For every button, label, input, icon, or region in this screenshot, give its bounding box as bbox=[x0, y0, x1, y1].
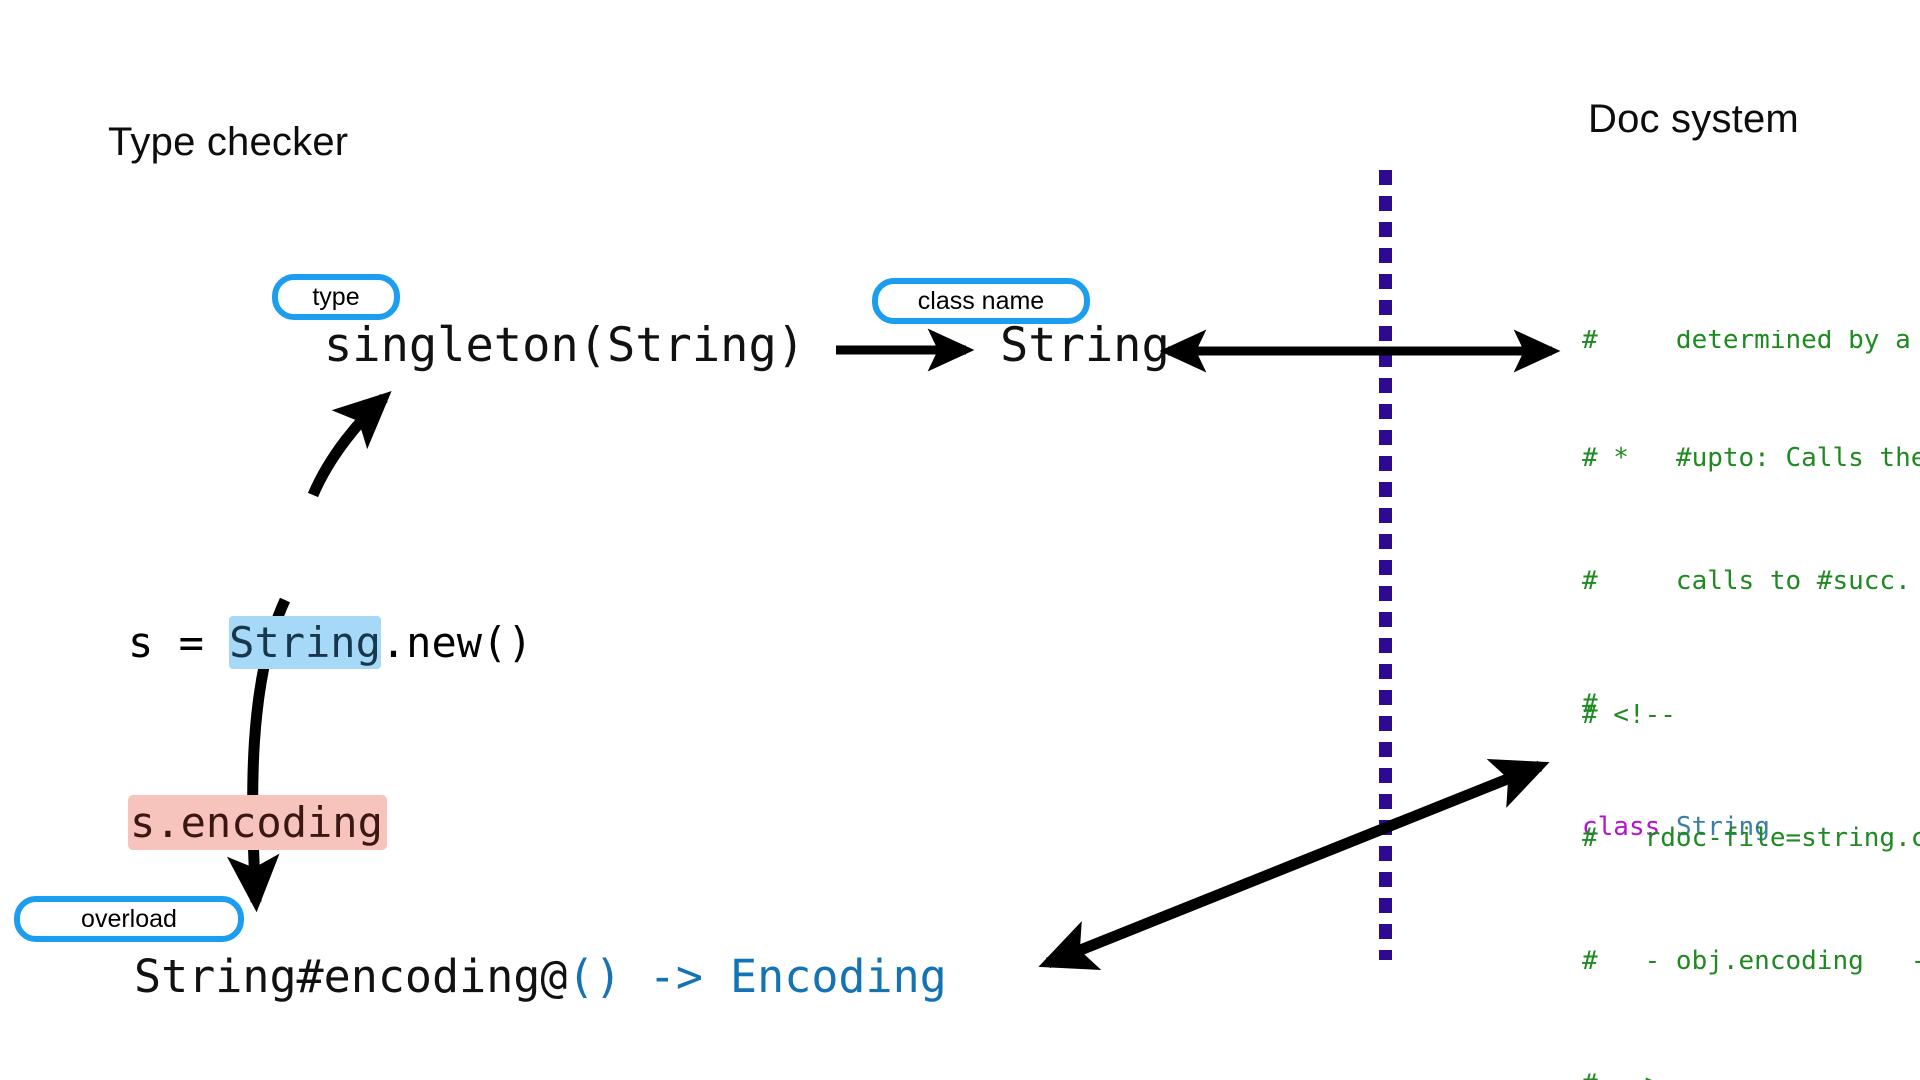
doc-system-code-upper: # determined by a # * #upto: Calls the #… bbox=[1582, 248, 1920, 930]
code-prefix: s = bbox=[128, 618, 230, 667]
doc-line: # * #upto: Calls the bbox=[1582, 443, 1920, 473]
badge-class-name[interactable]: class name bbox=[872, 278, 1090, 324]
code-line-assignment: s = String.new() bbox=[128, 613, 533, 673]
highlight-encoding-call: s.encoding bbox=[128, 795, 387, 850]
highlight-string-class: String bbox=[229, 616, 381, 669]
overload-signature: String#encoding@() -> Encoding bbox=[134, 950, 947, 1003]
arrow-code-to-type bbox=[307, 391, 392, 498]
doc-line: # bbox=[1582, 689, 1598, 719]
code-line-method-call: s.encoding bbox=[128, 793, 533, 853]
vertical-dotted-divider bbox=[1379, 170, 1392, 960]
source-code-block: s = String.new() s.encoding bbox=[128, 493, 533, 973]
doc-line: # - obj.encoding - bbox=[1582, 946, 1920, 976]
signature-type-annotation: () -> Encoding bbox=[567, 950, 947, 1003]
class-keyword: class bbox=[1582, 812, 1661, 842]
signature-method-name: String#encoding@ bbox=[134, 950, 568, 1003]
arrow-signature-to-doc bbox=[1038, 759, 1550, 970]
code-suffix: .new() bbox=[380, 618, 533, 667]
singleton-type-expression: singleton(String) bbox=[324, 318, 806, 373]
doc-line: # calls to #succ. bbox=[1582, 566, 1911, 596]
doc-line: # determined by a bbox=[1582, 330, 1911, 355]
badge-type[interactable]: type bbox=[272, 274, 400, 320]
doc-line-class-declaration: class String bbox=[1582, 807, 1920, 848]
doc-system-code-lower: # <!-- # rdoc-file=string.c # - obj.enco… bbox=[1582, 613, 1920, 1080]
type-checker-heading: Type checker bbox=[108, 120, 349, 164]
doc-system-heading: Doc system bbox=[1588, 97, 1799, 141]
badge-overload[interactable]: overload bbox=[14, 896, 244, 942]
class-name-expression: String bbox=[1000, 318, 1170, 373]
doc-line: # --> bbox=[1582, 1064, 1920, 1080]
doc-line: # <!-- bbox=[1582, 700, 1676, 730]
class-name-token: String bbox=[1675, 812, 1770, 842]
doc-line: # rdoc-file=string.c bbox=[1582, 823, 1920, 853]
